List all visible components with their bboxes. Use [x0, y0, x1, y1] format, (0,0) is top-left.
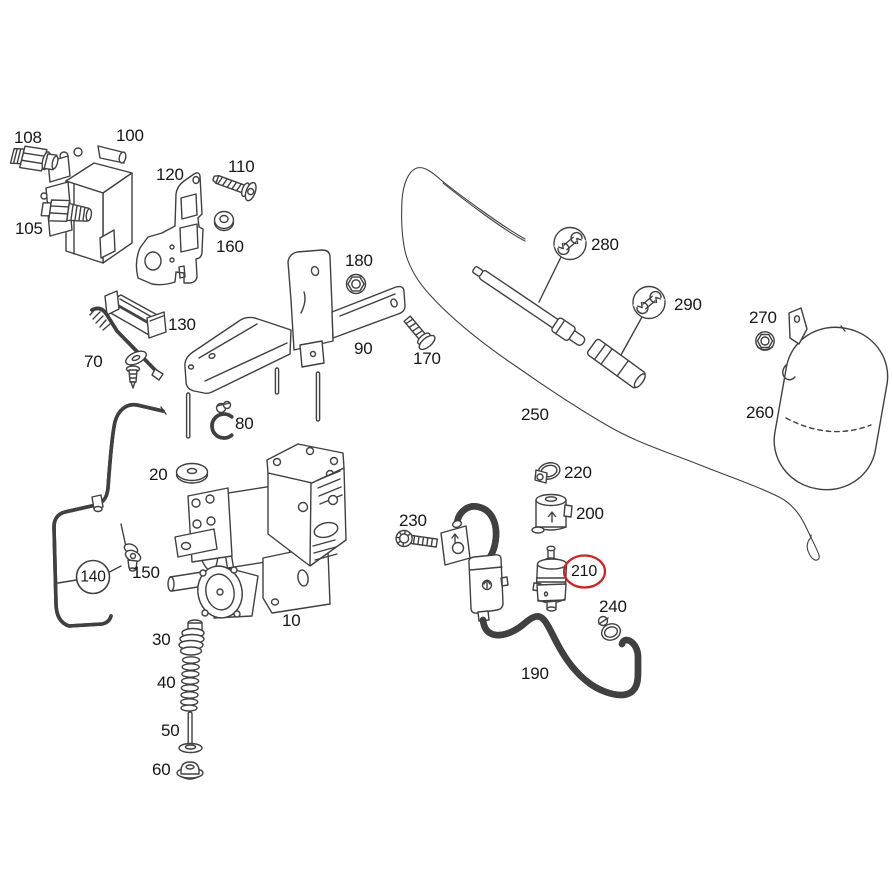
screw-110-drawing	[212, 175, 257, 202]
filter-210-drawing	[532, 545, 568, 612]
clamp-220-drawing	[534, 462, 561, 484]
part-label-40: 40	[157, 673, 176, 692]
part-label-220: 220	[564, 463, 592, 482]
part-label-10: 10	[282, 611, 301, 630]
hose-280-drawing	[472, 266, 586, 346]
silencer-200-drawing	[531, 493, 573, 534]
washer-20-drawing	[175, 462, 209, 484]
part-label-140: 140	[80, 568, 106, 586]
compressor-10-drawing	[167, 443, 347, 619]
part-label-240: 240	[599, 597, 627, 616]
wrench-callout-290	[620, 285, 666, 356]
up-arrow-icon	[451, 533, 459, 543]
grommet-60-drawing	[176, 761, 204, 780]
intake-assembly-drawing	[440, 506, 509, 622]
part-label-250: 250	[521, 405, 549, 424]
clamp-240-drawing	[597, 615, 622, 641]
coupling-290-drawing	[586, 338, 646, 389]
part-label-60: 60	[152, 760, 171, 779]
wrench-icon	[554, 231, 586, 256]
part-label-80: 80	[235, 414, 254, 433]
part-label-100: 100	[116, 126, 144, 145]
air-line-250-drawing	[401, 167, 820, 561]
part-label-90: 90	[354, 339, 373, 358]
valve-fitting-108-drawing	[9, 145, 59, 172]
valve-pin-150-drawing	[120, 523, 142, 572]
callout-circle-140	[57, 559, 122, 595]
bolt-170-drawing	[403, 315, 436, 351]
part-label-20: 20	[149, 465, 168, 484]
highlight-ring-210	[562, 554, 607, 589]
air-pipe-140-drawing	[52, 402, 167, 628]
bolt-230-drawing	[395, 529, 439, 548]
wrench-callout-280	[538, 226, 587, 303]
part-label-230: 230	[399, 511, 427, 530]
part-label-110: 110	[228, 157, 255, 176]
pressure-reservoir-260-drawing	[773, 307, 889, 491]
bellows-30-drawing	[178, 619, 205, 656]
nut-180-drawing	[345, 273, 367, 295]
part-label-160: 160	[216, 237, 244, 256]
gasket-plate-120-drawing	[135, 172, 204, 286]
part-label-170: 170	[413, 349, 441, 368]
grommet-160-drawing	[213, 210, 235, 232]
part-label-270: 270	[749, 308, 777, 327]
part-label-70: 70	[84, 352, 103, 371]
part-label-190: 190	[521, 664, 549, 683]
part-label-30: 30	[152, 630, 171, 649]
bracket-rail-130-drawing	[104, 290, 167, 339]
part-label-108: 108	[14, 128, 42, 147]
retaining-clip-80-drawing	[210, 400, 234, 440]
nut-270-drawing	[755, 331, 775, 351]
up-arrow-icon	[547, 511, 557, 523]
part-label-280: 280	[591, 235, 619, 254]
strut-rod-70-drawing	[89, 306, 164, 389]
bolt-50-drawing	[178, 711, 203, 754]
valve-unit-100-drawing	[40, 145, 133, 264]
part-label-200: 200	[576, 504, 604, 523]
mounting-bracket-90-drawing	[184, 249, 406, 439]
part-label-130: 130	[168, 315, 196, 334]
part-label-105: 105	[15, 219, 43, 238]
part-label-180: 180	[345, 251, 373, 270]
hose-190-drawing	[479, 616, 642, 699]
wrench-icon	[633, 290, 665, 315]
part-label-120: 120	[156, 165, 184, 184]
valve-fitting-105-drawing	[40, 199, 93, 223]
part-label-210: 210	[570, 563, 598, 580]
spring-40-drawing	[179, 656, 201, 712]
part-label-150: 150	[132, 563, 160, 582]
up-arrow-icon	[481, 579, 493, 591]
part-label-50: 50	[161, 721, 180, 740]
part-label-290: 290	[674, 295, 702, 314]
part-label-260: 260	[746, 403, 774, 422]
